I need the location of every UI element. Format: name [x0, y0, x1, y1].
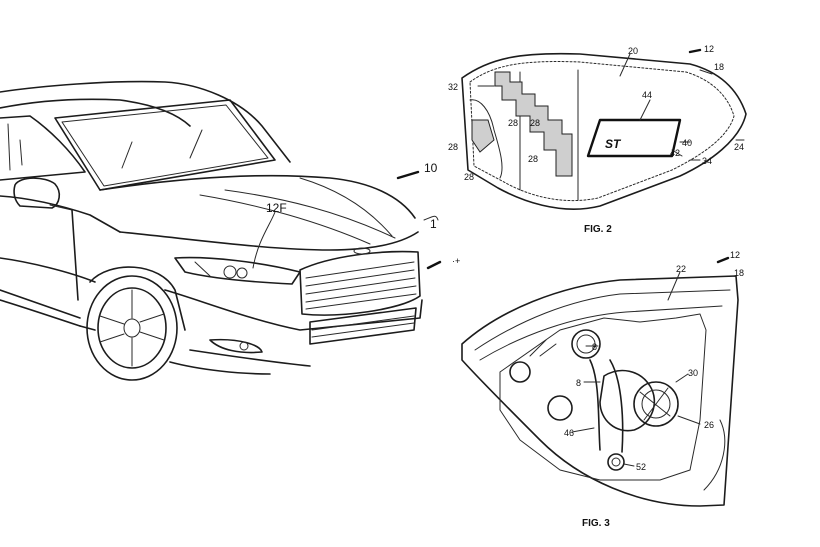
- fig3-label-8b: 8: [576, 378, 581, 388]
- ref-label-10: 10: [424, 161, 438, 175]
- fig2-label-32: 32: [448, 82, 458, 92]
- fig3-label-12: 12: [730, 250, 740, 260]
- fig2-label-44: 44: [642, 90, 652, 100]
- car-drawing: 10 12F 1 ·+: [0, 80, 460, 381]
- fig3-lamp-drawing: 12 18 22 8 8 30 26 46 52 FIG. 3: [461, 250, 744, 529]
- ref-label-partial: ·+: [452, 256, 460, 266]
- fig2-label-28c: 28: [448, 142, 458, 152]
- fig3-caption: FIG. 3: [582, 518, 610, 529]
- fig3-label-30: 30: [688, 368, 698, 378]
- fig2-label-40: 40: [682, 138, 692, 148]
- fig3-label-26: 26: [704, 420, 714, 430]
- fig2-label-34: 34: [702, 156, 712, 166]
- fig2-label-28e: 28: [464, 172, 474, 182]
- fig3-label-18: 18: [734, 268, 744, 278]
- fig2-label-28a: 28: [508, 118, 518, 128]
- fig2-label-18: 18: [714, 62, 724, 72]
- fig2-label-20: 20: [628, 46, 638, 56]
- fig2-label-28d: 28: [528, 154, 538, 164]
- fig3-label-46: 46: [564, 428, 574, 438]
- fig3-label-22: 22: [676, 264, 686, 274]
- fig2-label-28b: 28: [530, 118, 540, 128]
- fig2-label-42: 42: [670, 148, 680, 158]
- fig2-lamp-drawing: ST 12 18 20 32 44 28 28 28 28 28 40 42 3…: [448, 44, 747, 235]
- fig3-label-8a: 8: [592, 342, 597, 352]
- fig3-label-52: 52: [636, 462, 646, 472]
- fig2-caption: FIG. 2: [584, 224, 612, 235]
- ref-label-12f: 12F: [266, 201, 287, 215]
- ref-label-1: 1: [430, 217, 437, 231]
- fig2-label-12: 12: [704, 44, 714, 54]
- fig2-label-24: 24: [734, 142, 744, 152]
- st-badge-text: ST: [605, 137, 622, 151]
